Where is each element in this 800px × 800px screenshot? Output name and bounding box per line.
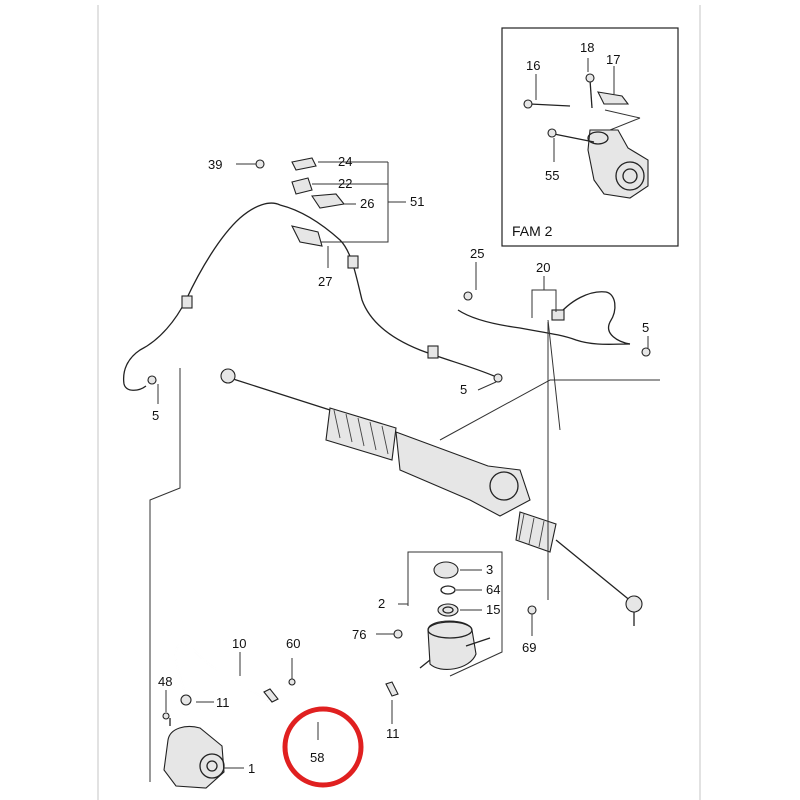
callout-11-right: 11 — [386, 726, 400, 741]
callout-64: 64 — [486, 582, 500, 597]
steering-rack — [220, 319, 660, 626]
bracket-17 — [585, 73, 630, 109]
highlight-circle: 58 — [282, 706, 364, 788]
callout-51: 51 — [410, 194, 424, 209]
inset-label: FAM 2 — [512, 223, 553, 239]
callout-5-left: 5 — [152, 408, 159, 423]
callout-17: 17 — [606, 52, 620, 67]
return-pipe-20: 25 20 5 — [457, 246, 651, 357]
pressure-hose-upper: 5 5 — [122, 202, 503, 423]
callout-39: 39 — [208, 157, 222, 172]
callout-76: 76 — [352, 627, 366, 642]
callout-55: 55 — [545, 168, 559, 183]
callout-15: 15 — [486, 602, 500, 617]
callout-58: 58 — [310, 750, 324, 765]
callout-48: 48 — [158, 674, 172, 689]
callout-69: 69 — [522, 640, 536, 655]
callout-3: 3 — [486, 562, 493, 577]
callout-11-left: 11 — [216, 695, 230, 710]
page-frame — [97, 5, 701, 800]
reservoir-assembly: 3 64 15 2 76 69 — [352, 322, 549, 677]
bracket-group-51: 39 24 22 26 51 27 — [208, 154, 424, 289]
fam2-inset: 16 18 17 55 FAM 2 — [501, 27, 679, 247]
callout-1: 1 — [248, 761, 255, 776]
pump-assembly: 11 48 1 — [149, 368, 255, 789]
callout-18: 18 — [580, 40, 594, 55]
callout-2: 2 — [378, 596, 385, 611]
callout-60: 60 — [286, 636, 300, 651]
pump-fam2 — [547, 128, 649, 199]
bolt-16 — [523, 99, 571, 109]
hose-10: 10 60 — [174, 636, 300, 703]
callout-5-middle: 5 — [460, 382, 467, 397]
callout-22: 22 — [338, 176, 352, 191]
callout-25: 25 — [470, 246, 484, 261]
hose-58: 11 — [266, 681, 400, 741]
callout-24: 24 — [338, 154, 352, 169]
callout-26: 26 — [360, 196, 374, 211]
callout-5-right: 5 — [642, 320, 649, 335]
callout-10: 10 — [232, 636, 246, 651]
callout-20: 20 — [536, 260, 550, 275]
callout-16: 16 — [526, 58, 540, 73]
callout-27: 27 — [318, 274, 332, 289]
